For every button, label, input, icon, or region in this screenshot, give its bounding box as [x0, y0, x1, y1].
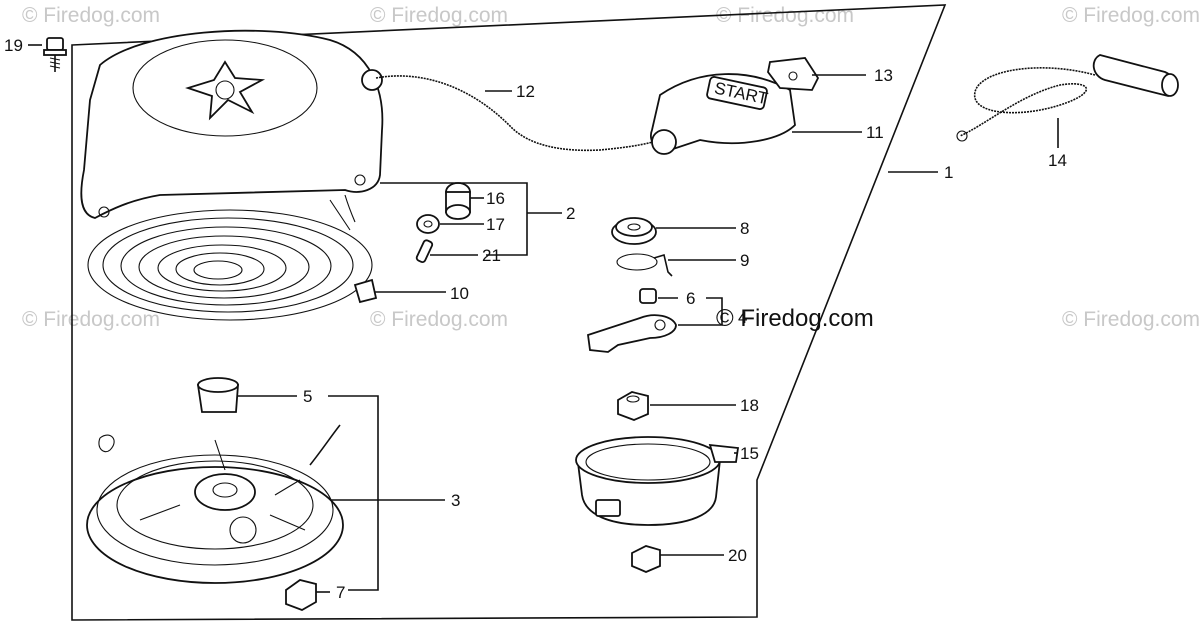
label-part-6: 6: [686, 289, 695, 308]
start-handle-part-11: START: [650, 73, 796, 155]
ratchet-pawl-part-4: [587, 314, 677, 353]
starter-cup-part-15: [575, 436, 740, 526]
reel-part-3: [86, 424, 344, 584]
nut-part-20: [631, 545, 661, 573]
rope-handle-part-14: [956, 54, 1179, 142]
label-part-12: 12: [516, 82, 535, 101]
starter-housing: [80, 29, 384, 231]
label-part-18: 18: [740, 396, 759, 415]
label-part-3: 3: [451, 491, 460, 510]
pin-part-21: [415, 239, 434, 263]
label-part-9: 9: [740, 251, 749, 270]
label-part-17: 17: [486, 215, 505, 234]
assembly-boundary: [71, 4, 947, 621]
watermark-text: © Firedog.com: [716, 305, 874, 332]
label-part-4: 4: [738, 308, 747, 327]
bushing-part-17: [416, 214, 440, 234]
watermark-text: © Firedog.com: [1062, 4, 1200, 27]
watermark-text: © Firedog.com: [370, 308, 508, 331]
label-part-1: 1: [944, 163, 953, 182]
label-part-7: 7: [336, 583, 345, 602]
label-part-11: 11: [866, 123, 884, 142]
label-part-16: 16: [486, 189, 505, 208]
nut-part-7: [285, 579, 317, 611]
watermark-text: © Firedog.com: [370, 4, 508, 27]
watermark-text: © Firedog.com: [22, 308, 160, 331]
watermark-text: © Firedog.com: [22, 4, 160, 27]
part-labels: 19 12 11 13 14 1 2 16 17 21 10 8 9 6 4 5…: [4, 36, 1067, 602]
label-part-2: 2: [566, 204, 575, 223]
bolt-part-19: [43, 37, 67, 72]
handle-insert-part-13: [767, 57, 820, 91]
watermark-text: © Firedog.com: [716, 4, 854, 27]
starter-rope-part-12: [375, 75, 661, 152]
watermark-text: © Firedog.com: [1062, 308, 1200, 331]
label-part-13: 13: [874, 66, 893, 85]
label-part-5: 5: [303, 387, 312, 406]
nut-part-18: [617, 391, 649, 421]
collar-part-16: [445, 182, 471, 220]
cap-part-8: [611, 217, 657, 245]
bushing-part-5: [196, 377, 239, 413]
spring-clip-part-9: [616, 253, 673, 277]
label-part-19: 19: [4, 36, 23, 55]
watermarks: © Firedog.com © Firedog.com © Firedog.co…: [22, 4, 1200, 332]
recoil-spring-part-10: [87, 209, 378, 321]
label-part-20: 20: [728, 546, 747, 565]
bushing-part-6: [639, 288, 657, 304]
label-part-14: 14: [1048, 151, 1067, 170]
label-part-15: 15: [740, 444, 759, 463]
label-part-8: 8: [740, 219, 749, 238]
leader-lines: [28, 44, 1059, 593]
label-part-10: 10: [450, 284, 469, 303]
label-part-21: 21: [482, 246, 501, 265]
